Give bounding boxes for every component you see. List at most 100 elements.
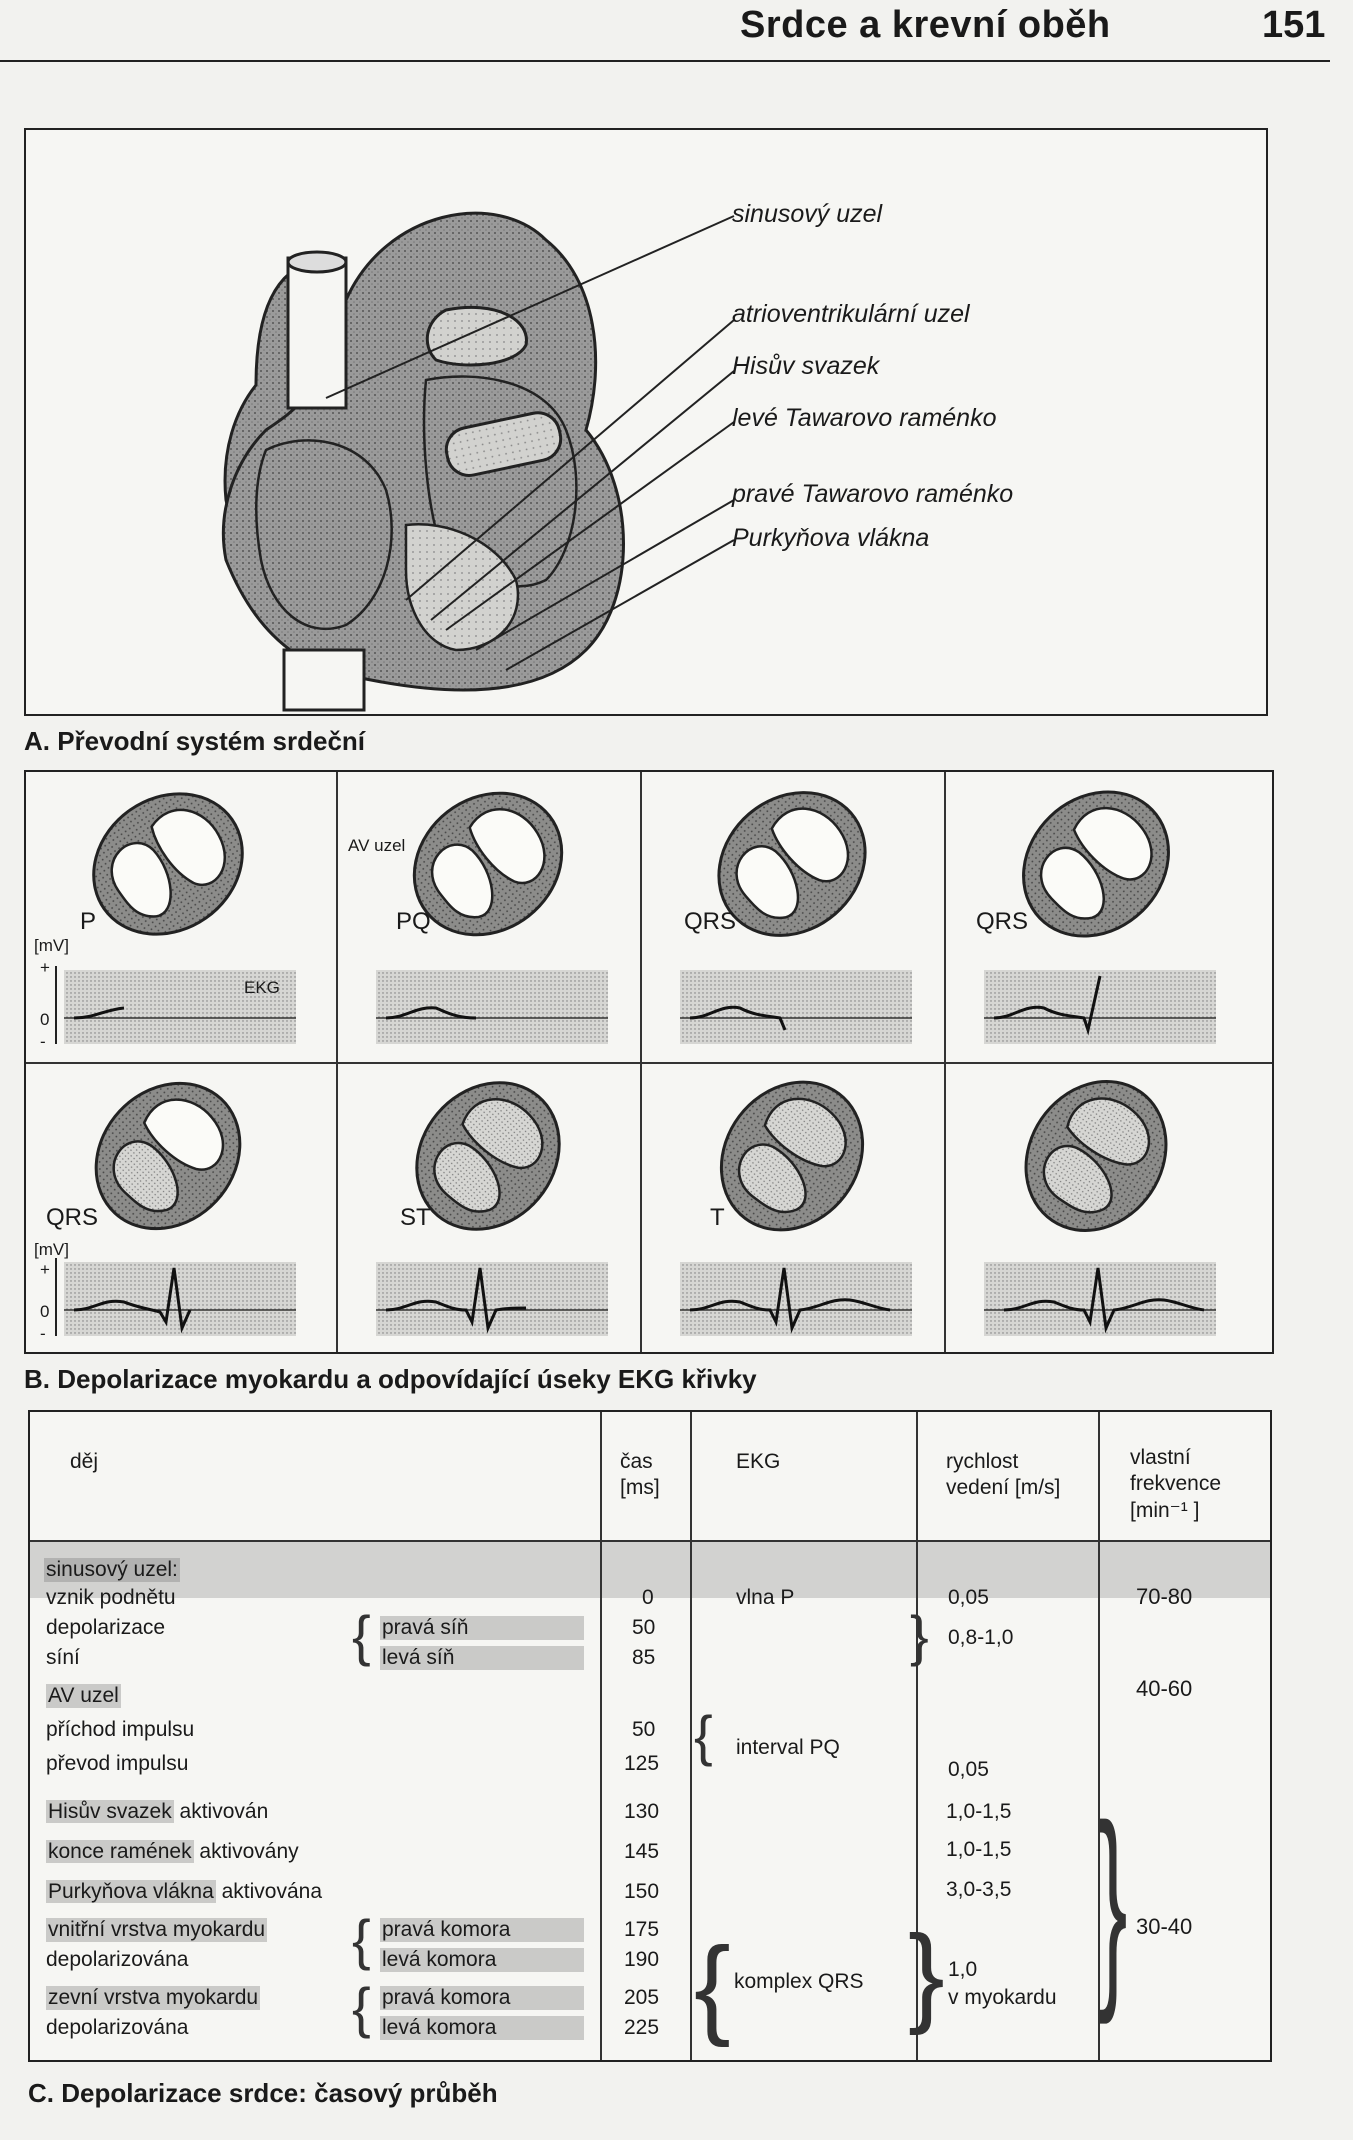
time-4: 125 (624, 1752, 659, 1776)
row-prevod: převod impulsu (46, 1752, 188, 1776)
row-inner-left-ventricle: levá komora (380, 1948, 584, 1972)
row-outer-layer: zevní vrstva myokardu (46, 1986, 260, 2010)
heart-cross-section-7 (642, 1064, 946, 1352)
speed-5: 3,0-3,5 (946, 1878, 1011, 1902)
time-11: 225 (624, 2016, 659, 2040)
speed-6: 1,0 (948, 1958, 977, 1982)
caption-c: C. Depolarizace srdce: časový průběh (28, 2078, 498, 2109)
header-event: děj (70, 1450, 98, 1474)
ekg-strip-7 (680, 1262, 912, 1336)
ekg-p-wave: vlna P (736, 1586, 794, 1610)
page-title: Srdce a krevní oběh (740, 4, 1111, 47)
time-7: 150 (624, 1880, 659, 1904)
row-outer-left-ventricle: levá komora (380, 2016, 584, 2040)
row-right-atrium: pravá síň (380, 1616, 584, 1640)
row-av-node: AV uzel (46, 1684, 121, 1708)
ekg-pq-interval: interval PQ (736, 1736, 840, 1760)
time-0: 0 (642, 1586, 654, 1610)
phase-label-p: P (80, 908, 96, 936)
label-right-bundle-branch: pravé Tawarovo raménko (732, 480, 1013, 509)
depolarization-stage-6 (338, 1064, 642, 1352)
row-inner-layer: vnitřní vrstva myokardu (46, 1918, 267, 1942)
heart-cross-section-6 (338, 1064, 642, 1352)
label-av-node: atrioventrikulární uzel (732, 300, 970, 329)
speed-1: 0,8-1,0 (948, 1626, 1013, 1650)
speed-0: 0,05 (948, 1586, 989, 1610)
label-purkinje-fibers: Purkyňova vlákna (732, 524, 929, 553)
depolarization-stage-1 (26, 772, 330, 1060)
ekg-strip-5 (64, 1262, 296, 1336)
header-freq-2: frekvence (1130, 1472, 1221, 1496)
row-left-atrium: levá síň (380, 1646, 584, 1670)
av-node-label: AV uzel (348, 836, 405, 856)
time-8: 175 (624, 1918, 659, 1942)
header-speed: rychlost (946, 1450, 1018, 1474)
caption-a: A. Převodní systém srdeční (24, 726, 365, 757)
time-1: 50 (632, 1616, 655, 1640)
header-time: čas (620, 1450, 653, 1474)
header-time-unit: [ms] (620, 1476, 660, 1500)
row-prichod: příchod impulsu (46, 1718, 194, 1742)
header-freq: vlastní (1130, 1446, 1191, 1470)
phase-label-qrs-2: QRS (976, 908, 1028, 936)
row-inner-depol: depolarizována (46, 1948, 188, 1972)
ekg-strip-2 (376, 970, 608, 1044)
row-inner-right-ventricle: pravá komora (380, 1918, 584, 1942)
ekg-qrs-complex: komplex QRS (734, 1970, 864, 1994)
depolarization-stage-7 (642, 1064, 946, 1352)
speed-7: v myokardu (948, 1986, 1057, 2010)
row-purkinje: Purkyňova vlákna aktivována (46, 1880, 322, 1904)
page-number: 151 (1262, 4, 1325, 47)
row-sini: síní (46, 1646, 80, 1670)
row-outer-right-ventricle: pravá komora (380, 1986, 584, 2010)
speed-4: 1,0-1,5 (946, 1838, 1011, 1862)
timing-table: děj čas [ms] EKG rychlost vedení [m/s] v… (28, 1410, 1272, 2062)
minus-sign-top: - (40, 1032, 46, 1052)
phase-label-qrs-3: QRS (46, 1204, 98, 1232)
depolarization-stage-8 (946, 1064, 1250, 1352)
zero-label-bottom: 0 (40, 1302, 49, 1322)
conduction-system-figure: sinusový uzel atrioventrikulární uzel Hi… (24, 128, 1268, 716)
depolarization-figure: [mV] + 0 - EKG AV uzel [mV] + 0 - P PQ Q… (24, 770, 1274, 1354)
row-konce: konce ramének aktivovány (46, 1840, 299, 1864)
ekg-label: EKG (244, 978, 280, 998)
heart-cross-section-1 (26, 772, 330, 1060)
phase-label-qrs-1: QRS (684, 908, 736, 936)
label-his-bundle: Hisův svazek (732, 352, 879, 381)
plus-sign-bottom: + (40, 1260, 50, 1280)
time-2: 85 (632, 1646, 655, 1670)
minus-sign-bottom: - (40, 1324, 46, 1344)
header-speed-unit: vedení [m/s] (946, 1476, 1060, 1500)
freq-0: 70-80 (1136, 1584, 1192, 1610)
phase-label-t: T (710, 1204, 725, 1232)
heart-cross-section-8 (946, 1064, 1250, 1352)
freq-2: 30-40 (1136, 1914, 1192, 1940)
row-his: Hisův svazek aktivován (46, 1800, 268, 1824)
time-6: 145 (624, 1840, 659, 1864)
ekg-strip-6 (376, 1262, 608, 1336)
header-freq-unit: [min⁻¹ ] (1130, 1498, 1199, 1523)
time-9: 190 (624, 1948, 659, 1972)
plus-sign-top: + (40, 958, 50, 978)
speed-2: 0,05 (948, 1758, 989, 1782)
speed-3: 1,0-1,5 (946, 1800, 1011, 1824)
heart-illustration (26, 130, 1266, 714)
header-ekg: EKG (736, 1450, 780, 1474)
zero-label-top: 0 (40, 1010, 49, 1030)
phase-label-pq: PQ (396, 908, 431, 936)
freq-1: 40-60 (1136, 1676, 1192, 1702)
depolarization-stage-2 (338, 772, 642, 1060)
heart-cross-section-2 (338, 772, 642, 1060)
label-left-bundle-branch: levé Tawarovo raménko (732, 404, 997, 433)
ekg-strip-3 (680, 970, 912, 1044)
time-10: 205 (624, 1986, 659, 2010)
phase-label-st: ST (400, 1204, 431, 1232)
caption-b: B. Depolarizace myokardu a odpovídající … (24, 1364, 757, 1395)
row-vznik: vznik podnětu (46, 1586, 176, 1610)
row-outer-depol: depolarizována (46, 2016, 188, 2040)
time-3: 50 (632, 1718, 655, 1742)
mv-unit-label-bottom: [mV] (34, 1240, 69, 1260)
label-sinus-node: sinusový uzel (732, 200, 882, 229)
time-5: 130 (624, 1800, 659, 1824)
mv-unit-label-top: [mV] (34, 936, 69, 956)
